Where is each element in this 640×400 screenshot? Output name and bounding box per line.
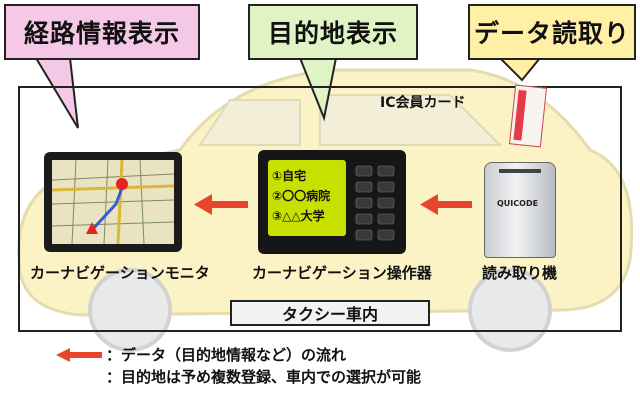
destination-item-1: ①自宅 [272, 169, 307, 183]
destination-screen: ①自宅 ②〇〇病院 ③△△大学 [268, 160, 346, 236]
reader-label: 読み取り機 [482, 264, 558, 282]
map-drawing [51, 159, 175, 245]
legend-arrow-text: ：データ（目的地情報など）の流れ [106, 346, 347, 364]
ic-card-label: IC会員カード [380, 95, 466, 111]
destination-item-3: ③△△大学 [272, 209, 325, 223]
controller-keypad [355, 165, 395, 241]
destination-callout: 目的地表示 [248, 4, 418, 60]
legend-note-text: ：目的地は予め複数登録、車内での選択が可能 [106, 368, 422, 386]
ic-card-image [508, 84, 548, 148]
data-read-callout: データ読取り [468, 4, 636, 60]
destination-item-2: ②〇〇病院 [272, 189, 331, 203]
car-navigation-controller: ①自宅 ②〇〇病院 ③△△大学 [258, 150, 406, 254]
reader-brand: QUICODE [497, 199, 539, 208]
reader-slot [499, 169, 541, 173]
route-info-callout: 経路情報表示 [4, 4, 200, 60]
in-car-label: タクシー車内 [230, 300, 430, 326]
legend-arrow-icon [56, 348, 102, 362]
route-map [51, 159, 175, 245]
system-frame [18, 86, 622, 332]
controller-label: カーナビゲーション操作器 [252, 264, 432, 282]
monitor-label: カーナビゲーションモニタ [30, 264, 210, 282]
car-navigation-monitor [44, 152, 182, 252]
card-reader: QUICODE [484, 162, 556, 258]
